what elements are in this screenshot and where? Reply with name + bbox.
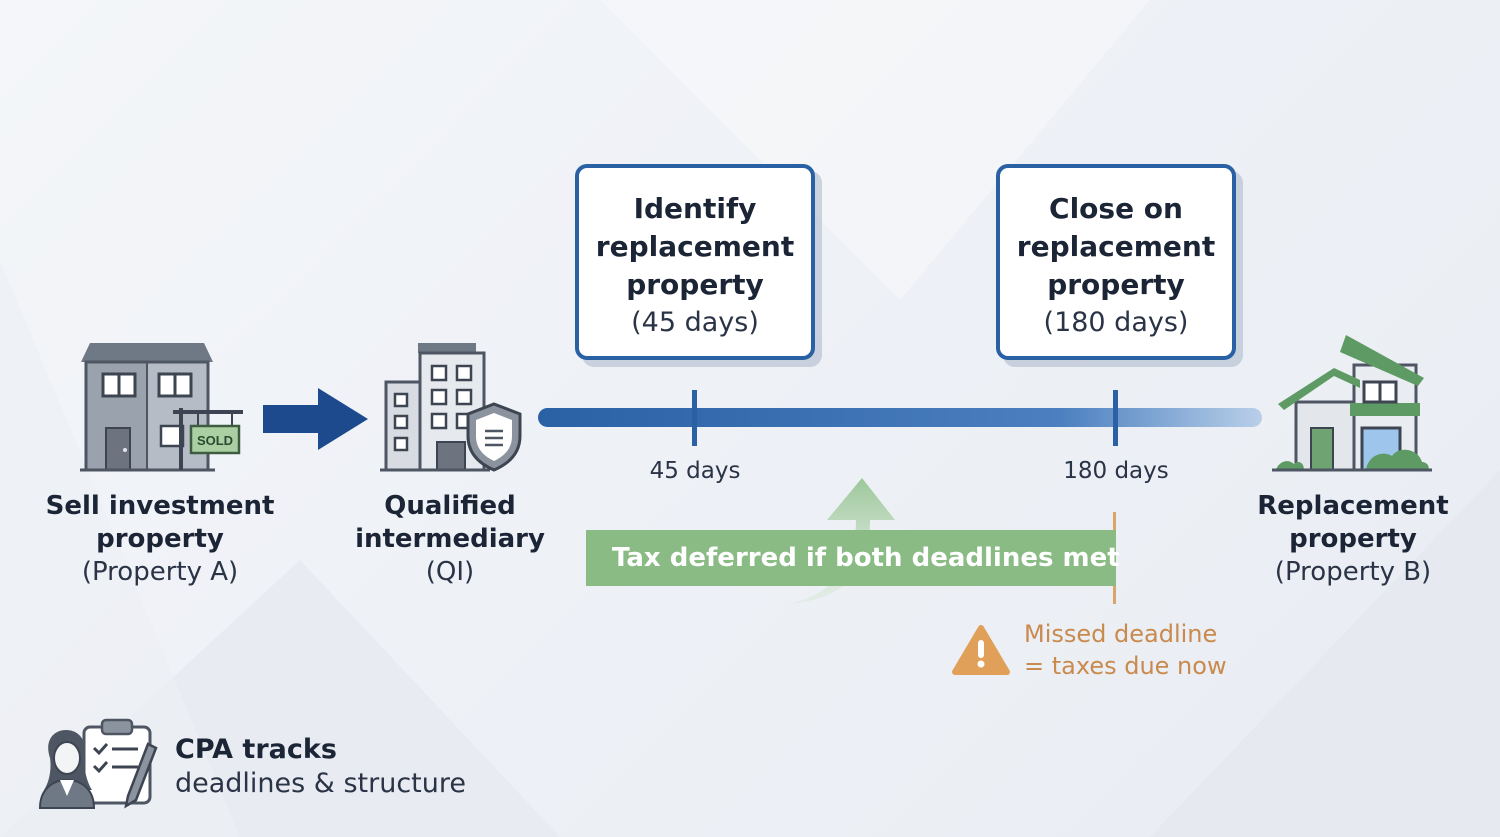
qi-subtitle: (QI) bbox=[425, 557, 475, 588]
curved-arrow-icon bbox=[788, 478, 895, 604]
warning-line2: = taxes due now bbox=[1024, 652, 1227, 680]
identify-duration: (45 days) bbox=[631, 307, 759, 338]
identify-line3: property bbox=[626, 268, 764, 301]
marker-180-days: 180 days bbox=[1063, 458, 1169, 484]
identify-line1: Identify bbox=[633, 192, 757, 225]
qi-title-line1: Qualified bbox=[384, 491, 516, 521]
cpa-title: CPA tracks bbox=[175, 734, 337, 765]
step-qi-label: Qualified intermediary (QI) bbox=[335, 490, 565, 589]
marker-45-days: 45 days bbox=[649, 458, 741, 484]
warning-icon bbox=[952, 625, 1010, 675]
sold-sign-icon: SOLD bbox=[173, 408, 243, 470]
cpa-note: CPA tracks deadlines & structure bbox=[175, 733, 495, 801]
qi-title-line2: intermediary bbox=[355, 524, 545, 555]
close-line1: Close on bbox=[1049, 192, 1183, 225]
shield-icon bbox=[466, 402, 522, 472]
close-line2: replacement bbox=[1016, 230, 1216, 263]
identify-line2: replacement bbox=[595, 230, 795, 263]
replacement-title-line2: property bbox=[1289, 524, 1417, 555]
sell-title-line2: property bbox=[96, 524, 224, 555]
deadline-box-identify: Identify replacement property (45 days) bbox=[575, 164, 815, 360]
close-duration: (180 days) bbox=[1043, 307, 1189, 338]
replacement-subtitle: (Property B) bbox=[1274, 557, 1432, 588]
person-icon bbox=[38, 730, 96, 809]
sell-title-line1: Sell investment bbox=[45, 491, 275, 521]
deadline-box-close: Close on replacement property (180 days) bbox=[996, 164, 1236, 360]
sold-sign-text: SOLD bbox=[197, 433, 233, 448]
missed-deadline-warning: Missed deadline = taxes due now bbox=[1024, 618, 1264, 682]
office-building-icon bbox=[380, 343, 490, 472]
warning-line1: Missed deadline bbox=[1024, 620, 1218, 648]
house-icon bbox=[80, 343, 215, 472]
step-replacement-label: Replacement property (Property B) bbox=[1228, 490, 1478, 589]
tick-45-days bbox=[692, 390, 697, 446]
cpa-subtitle: deadlines & structure bbox=[175, 768, 466, 799]
timeline-bar bbox=[538, 408, 1262, 427]
close-line3: property bbox=[1047, 268, 1185, 301]
tax-deferred-banner: Tax deferred if both deadlines met bbox=[586, 530, 1120, 586]
replacement-title-line1: Replacement bbox=[1257, 491, 1449, 521]
pen-icon bbox=[124, 742, 158, 809]
arrow-right-icon bbox=[263, 388, 368, 450]
sell-subtitle: (Property A) bbox=[81, 557, 239, 588]
tick-180-days bbox=[1113, 390, 1118, 446]
green-house-icon bbox=[1272, 335, 1432, 472]
step-sell-label: Sell investment property (Property A) bbox=[30, 490, 290, 589]
